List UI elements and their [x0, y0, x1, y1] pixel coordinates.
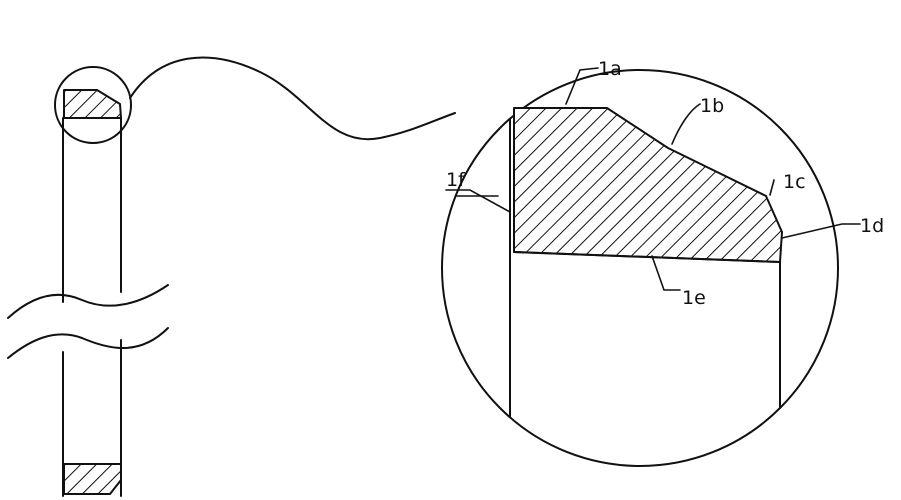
tube-top-chamfer-section	[63, 89, 122, 119]
leader-1d	[781, 223, 861, 239]
label-1f: 1f	[446, 169, 466, 191]
surface-1e-line	[513, 251, 781, 263]
tube-assembly	[7, 56, 456, 497]
leader-1b	[671, 103, 701, 145]
label-1c: 1c	[783, 171, 806, 193]
leader-1a	[565, 67, 599, 105]
leader-1e	[651, 255, 681, 291]
break-line-lower	[7, 327, 169, 359]
detail-callout-circle	[54, 66, 132, 144]
label-1e: 1e	[682, 287, 706, 309]
label-1b: 1b	[700, 95, 724, 117]
label-1a: 1a	[598, 58, 622, 80]
break-line-upper	[7, 284, 169, 319]
callout-leader-curve	[129, 56, 456, 141]
detail-view-circle	[441, 69, 839, 467]
leader-1f	[445, 189, 511, 213]
leader-1c	[769, 179, 775, 196]
tube-bottom-chamfer-section	[63, 463, 122, 495]
label-1d: 1d	[860, 215, 884, 237]
enlarged-detail: 1a 1b 1c 1d 1e 1f	[441, 58, 884, 467]
hatched-cross-section	[513, 107, 783, 263]
